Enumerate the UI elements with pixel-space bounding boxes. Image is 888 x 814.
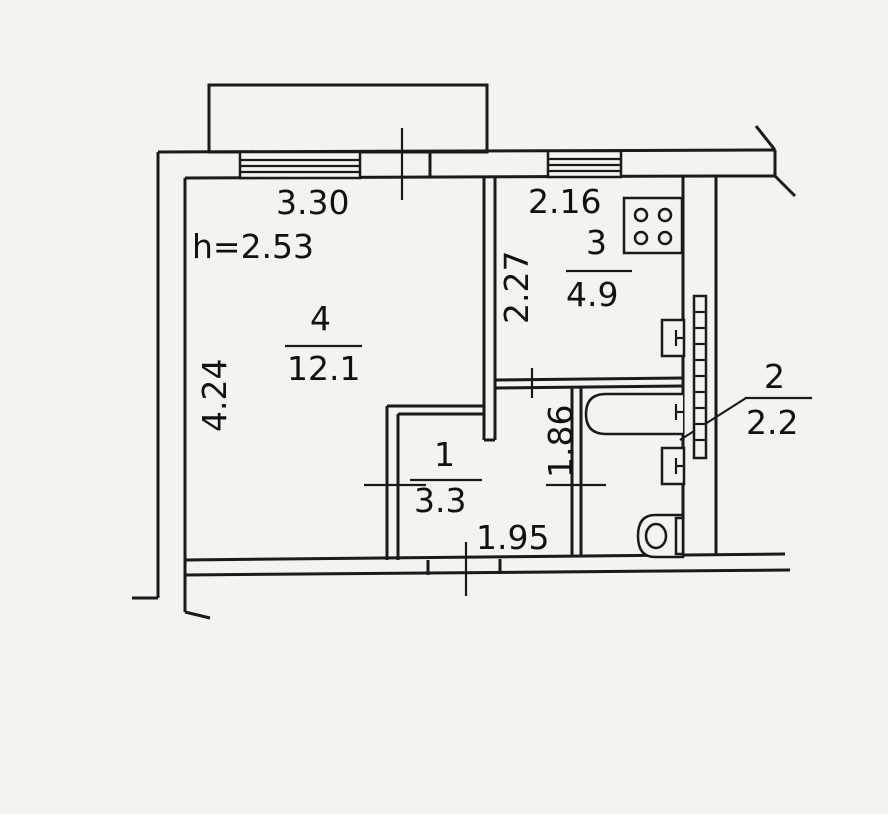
room2-number: 2 [764,357,785,396]
window-room4 [238,150,362,180]
stove-icon [622,196,684,255]
toilet-icon [636,513,685,559]
hall-width-dimension: 1.95 [476,518,549,557]
room4-area: 12.1 [287,349,360,388]
room4-number: 4 [310,299,331,338]
room1-area: 3.3 [414,481,466,520]
balcony [207,83,489,154]
ceiling-height-label: h=2.53 [192,227,314,266]
room4-length-dimension: 4.24 [195,359,234,432]
dimension-ticks [364,128,606,596]
room1-number: 1 [434,435,455,474]
ventilation-riser-icon [692,294,708,460]
room3-area: 4.9 [566,275,618,314]
bathroom-sink-icon [660,446,686,486]
room2-area: 2.2 [746,403,798,442]
kitchen-sink-icon [660,318,686,358]
window-kitchen [546,149,623,179]
room4-width-dimension: 3.30 [276,183,349,222]
bathtub-icon [584,392,684,436]
room3-number: 3 [586,223,607,262]
interior-walls [385,176,684,575]
hall-length-dimension: 1.86 [541,405,580,478]
kitchen-length-dimension: 2.27 [497,251,536,324]
room2-leader-line [679,397,747,441]
kitchen-width-dimension: 2.16 [528,182,601,221]
